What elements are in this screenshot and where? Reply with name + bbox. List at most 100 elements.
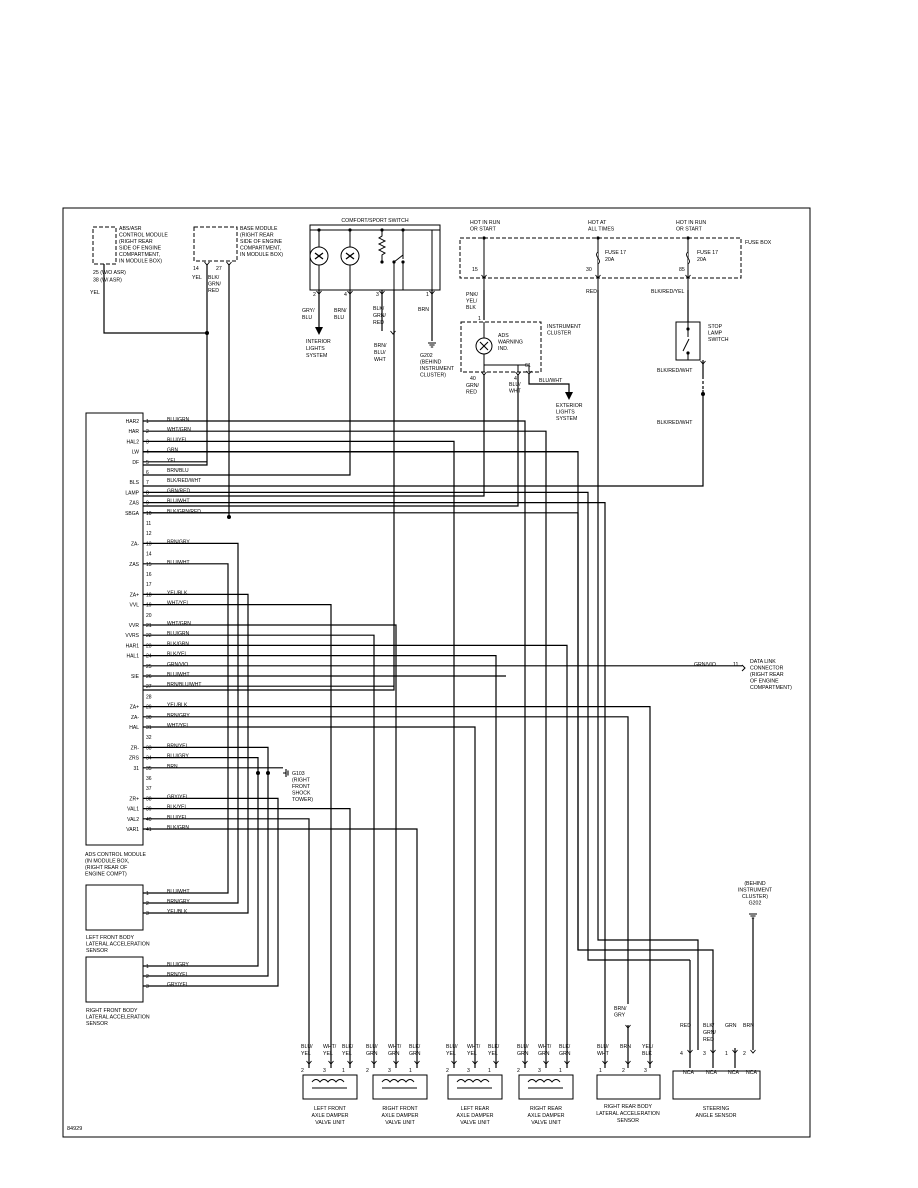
power-source-label: OR START — [676, 227, 703, 233]
damper-pin-number: 3 — [388, 1068, 391, 1074]
wire-color-label: RED — [703, 1037, 714, 1043]
ground-label: INSTRUMENT — [420, 366, 455, 372]
ads-pin-signal: SBGA — [125, 511, 140, 517]
wire-color-label: YEL/ — [466, 299, 478, 305]
ads-pin-signal: HAL1 — [126, 654, 139, 660]
ads-pin-24-wire — [143, 654, 497, 1068]
ads-pin-signal: VVRS — [125, 633, 139, 639]
wire-color-label: BLK/RED/WHT — [657, 368, 693, 374]
fuse-box — [459, 237, 742, 279]
connector-icon — [647, 1060, 653, 1065]
wire-color-label: BLK/ — [703, 1023, 715, 1029]
wire-color-label: GRN — [409, 1051, 421, 1057]
stop-lamp-label: SWITCH — [708, 337, 729, 343]
dlc-pin-number: 11 — [733, 662, 738, 668]
connector-icon — [625, 1024, 631, 1029]
comfort-switch-title: COMFORT/SPORT SWITCH — [341, 218, 408, 224]
ads-module-label: (IN MODULE BOX, — [85, 859, 129, 865]
wire-color-label: BRN — [620, 1044, 631, 1050]
resistor-icon — [377, 230, 387, 262]
wire-color-label: BLU/WHT — [167, 672, 190, 678]
wire-color-label: BLK/ — [342, 1044, 354, 1050]
base-module — [193, 226, 238, 262]
ads-pin-23-wire — [143, 644, 568, 1068]
connector-icon — [750, 1049, 756, 1054]
splice-dot — [227, 515, 231, 519]
arrow-icon — [315, 327, 323, 335]
wire-color-label: RED — [208, 288, 219, 294]
abs-pin-label: 25 (W/O ASR) — [93, 270, 126, 276]
base-module-label: (RIGHT REAR — [240, 233, 274, 239]
connector-icon — [515, 371, 521, 376]
g202-label: CLUSTER) — [742, 894, 768, 900]
wire-color-label: WHT — [597, 1051, 610, 1057]
ads-pin-signal: HAL2 — [126, 439, 139, 445]
ads-pin-signal: DF — [132, 460, 139, 466]
wire-color-label: YEL — [488, 1051, 498, 1057]
wire-color-label: BLU/GRN — [167, 417, 190, 423]
sensor-pin-number: 2 — [146, 974, 149, 980]
wire-color-label: BLK/RED/YEL — [651, 289, 685, 295]
wire-color-label: BRN/BLU — [167, 468, 189, 474]
ground-label: G202 — [420, 353, 433, 359]
cluster-pin-number: 61 — [525, 363, 531, 369]
lf-sensor-1-wire — [143, 563, 229, 894]
g103-label: G103 — [292, 771, 305, 777]
ads-pin-number: 34 — [146, 756, 152, 762]
steering-pin-number: 2 — [743, 1051, 746, 1057]
right-rear-lateral-sensor — [596, 1074, 661, 1100]
base-pin-number: 27 — [216, 266, 222, 272]
base-yel-wire — [143, 264, 208, 466]
wires — [103, 264, 754, 1068]
wire-color-label: BRN/GRY — [167, 899, 190, 905]
wire-color-label: GRY/ — [302, 308, 315, 314]
components — [85, 224, 761, 1100]
dlc-label: COMPARTMENT) — [750, 685, 792, 691]
rf-sensor-2-wire — [143, 746, 269, 977]
wire-color-label: GRN/VIO — [694, 662, 716, 668]
cluster-pin-number: 4 — [514, 376, 517, 382]
interior-lights-label: LIGHTS — [306, 346, 325, 352]
wire-color-label: GRN/VIO — [167, 662, 188, 668]
damper-valve-unit-1 — [302, 1074, 358, 1100]
abs-module-label: CONTROL MODULE — [119, 233, 168, 239]
solenoid-icon — [381, 1079, 415, 1083]
ads-pin-9-wire — [143, 502, 606, 1068]
instrument-cluster — [460, 321, 542, 373]
diagram-border — [62, 207, 811, 1138]
ground-label: CLUSTER) — [420, 373, 446, 379]
abs-module-label: COMPARTMENT, — [119, 252, 160, 258]
ads-pin-number: 38 — [146, 796, 152, 802]
ads-pin-number: 33 — [146, 745, 152, 751]
ads-pin-signal: VAL1 — [127, 807, 139, 813]
base-module-label: SIDE OF ENGINE — [240, 239, 283, 245]
lf-sensor-2-wire — [143, 542, 239, 904]
ads-pin-signal: ZR- — [131, 745, 140, 751]
base-module-label: BASE MODULE — [240, 226, 278, 232]
damper-valve-unit-2 — [372, 1074, 428, 1100]
connector-icon — [685, 274, 691, 279]
damper-label: VALVE UNIT — [460, 1120, 490, 1126]
base-pin-number: 14 — [193, 266, 199, 272]
exterior-lights-label: SYSTEM — [556, 416, 577, 422]
g103-label: TOWER) — [292, 797, 313, 803]
wire-color-label: GRN/RED — [167, 488, 190, 494]
wire-color-label: GRN/ — [208, 282, 222, 288]
wire-color-label: BRN/BLU/WHT — [167, 682, 201, 688]
wire-color-label: GRY/YEL — [167, 794, 189, 800]
ads-pin-number: 15 — [146, 562, 152, 568]
wire-color-label: GRN — [559, 1051, 571, 1057]
ads-pin-number: 28 — [146, 694, 152, 700]
wire-color-label: BLU/ — [446, 1044, 458, 1050]
wire-color-label: BLK/RED/WHT — [167, 478, 201, 484]
ads-pin-number: 18 — [146, 592, 152, 598]
wire-color-label: GRN — [725, 1023, 737, 1029]
ads-pin-signal: VAR1 — [126, 827, 139, 833]
fuse-box-label: FUSE BOX — [745, 240, 772, 246]
ads-pin-number: 3 — [146, 439, 149, 445]
abs-yel-wire — [103, 264, 207, 334]
sensor-pin-number: 3 — [146, 911, 149, 917]
ads-pin-number: 27 — [146, 684, 152, 690]
connector-icon — [732, 1049, 738, 1054]
ads-pin-signal: ZA+ — [130, 705, 139, 711]
